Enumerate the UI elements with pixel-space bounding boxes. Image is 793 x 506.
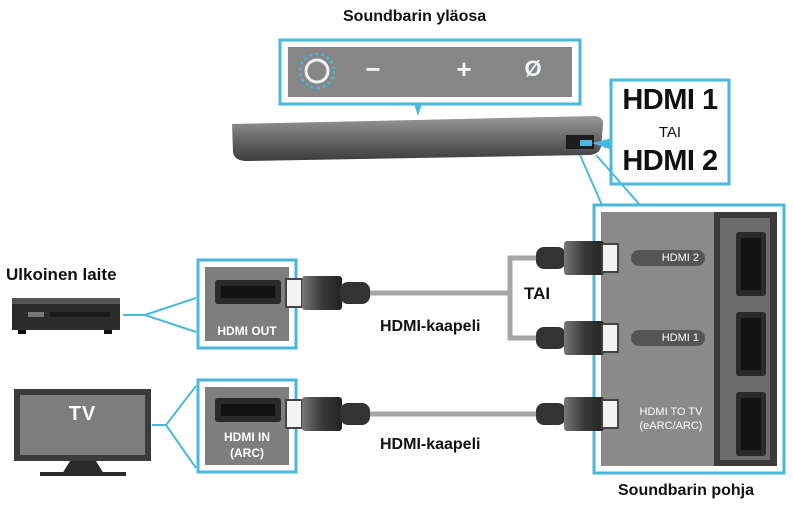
cable-label-bottom: HDMI-kaapeli <box>380 436 481 453</box>
top-panel-title: Soundbarin yläosa <box>343 8 487 25</box>
hdmi-out-label: HDMI OUT <box>217 324 277 338</box>
plug-hdmi-to-tv <box>536 397 619 431</box>
plug-hdmi2 <box>536 241 619 275</box>
external-device-label: Ulkoinen laite <box>6 265 117 284</box>
hdmi-in-panel <box>196 378 298 474</box>
port-label-hdmi-to-tv: HDMI TO TV (eARC/ARC) <box>625 405 717 433</box>
soundbar <box>232 116 604 161</box>
hdmi1-label: HDMI 1 <box>622 84 718 116</box>
port-hdmi-to-tv <box>736 392 766 456</box>
tv <box>14 389 151 476</box>
hdmi2-label: HDMI 2 <box>622 145 718 177</box>
volume-up-icon: + <box>456 54 472 84</box>
plug-hdmi1 <box>536 321 619 355</box>
port-label-hdmi2: HDMI 2 <box>631 250 705 266</box>
hdmi-in-arc-label: (ARC) <box>230 446 264 460</box>
plug-hdmi-in <box>285 397 370 431</box>
port-hdmi1 <box>736 312 766 376</box>
earc-text: (eARC/ARC) <box>639 420 703 432</box>
plug-hdmi-out <box>285 276 370 310</box>
cable-label-top: HDMI-kaapeli <box>380 318 481 335</box>
or-label-middle: TAI <box>524 284 551 303</box>
hdmi-in-label: HDMI IN <box>224 430 270 444</box>
or-label: TAI <box>658 124 682 141</box>
external-device <box>12 298 120 334</box>
tv-label: TV <box>68 403 97 425</box>
mute-icon: Ø <box>524 56 542 81</box>
hdmi-cable-top <box>368 255 540 341</box>
hdmi-out-panel <box>196 258 298 350</box>
bottom-panel-title: Soundbarin pohja <box>618 482 754 499</box>
port-hdmi2 <box>736 232 766 296</box>
soundbar-top-panel <box>278 38 582 116</box>
hdmi-to-tv-text: HDMI TO TV <box>639 406 703 418</box>
hdmi-callout <box>592 78 731 186</box>
power-highlight <box>298 52 336 90</box>
volume-down-icon: − <box>365 54 381 84</box>
port-label-hdmi1: HDMI 1 <box>631 330 705 346</box>
